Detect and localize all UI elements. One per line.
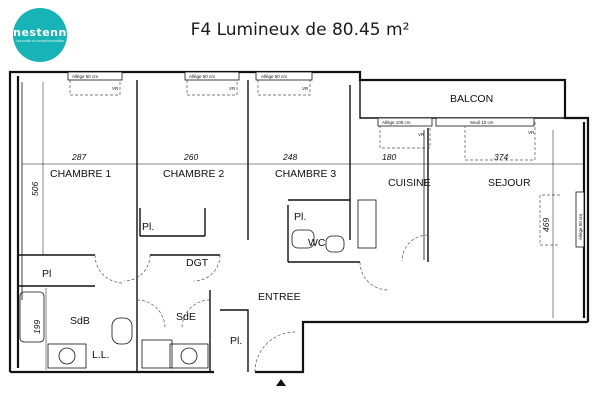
dim-cuisine-width: 180 xyxy=(382,152,396,162)
room-balcon: BALCON xyxy=(450,93,493,105)
entrance-arrow-icon xyxy=(276,379,286,386)
room-entree: ENTREE xyxy=(258,291,301,303)
room-sejour: SEJOUR xyxy=(488,177,531,189)
door-swings xyxy=(69,75,560,373)
room-sde: SdE xyxy=(176,311,196,323)
fixtures xyxy=(19,82,425,369)
note-vr-2: VR xyxy=(229,86,236,91)
room-chambre-3: CHAMBRE 3 xyxy=(275,168,336,180)
dimension-lines xyxy=(22,82,584,370)
dim-chambre1-depth: 506 xyxy=(30,182,40,196)
dim-sejour-width: 374 xyxy=(494,152,508,162)
window-notes xyxy=(67,71,585,248)
note-vr-1: VR xyxy=(112,86,119,91)
note-vr-5: VR xyxy=(528,130,535,135)
room-sdb: SdB xyxy=(70,315,90,327)
note-vr-3: VR xyxy=(302,86,309,91)
nestenn-logo: nestenn Les coûts du conseil immobilier xyxy=(13,8,67,62)
note-allege-2: Allège 50 cm xyxy=(189,74,215,79)
note-allege-105: Allège 105 cm xyxy=(382,120,411,125)
room-ll: L.L. xyxy=(92,349,110,361)
room-wc: WC xyxy=(308,237,326,249)
note-allege-3: Allège 50 cm xyxy=(261,74,287,79)
room-cuisine: CUISINE xyxy=(388,177,431,189)
note-allege-1: Allège 50 cm xyxy=(72,74,98,79)
note-vr-4: VR xyxy=(418,132,425,137)
placard-chambre3: Pl. xyxy=(294,211,306,223)
placard-entree: Pl. xyxy=(230,335,242,347)
dim-sejour-depth: 469 xyxy=(541,218,551,232)
dim-chambre2-width: 260 xyxy=(183,152,198,162)
placard-chambre2: Pl. xyxy=(142,221,154,233)
note-seuil: Seuil 10 cm xyxy=(470,120,494,125)
placard-chambre1: Pl xyxy=(42,268,51,280)
dim-sdb-depth: 199 xyxy=(32,320,42,334)
room-dgt: DGT xyxy=(186,257,209,269)
page-title: F4 Lumineux de 80.45 m² xyxy=(190,20,410,40)
dim-chambre1-width: 287 xyxy=(71,152,86,162)
note-allege-sejour: Allège 50 cm xyxy=(578,214,583,240)
room-chambre-1: CHAMBRE 1 xyxy=(50,168,111,180)
room-chambre-2: CHAMBRE 2 xyxy=(163,168,224,180)
logo-tagline: Les coûts du conseil immobilier xyxy=(15,38,65,43)
logo-brand: nestenn xyxy=(13,25,67,39)
dim-chambre3-width: 248 xyxy=(282,152,297,162)
